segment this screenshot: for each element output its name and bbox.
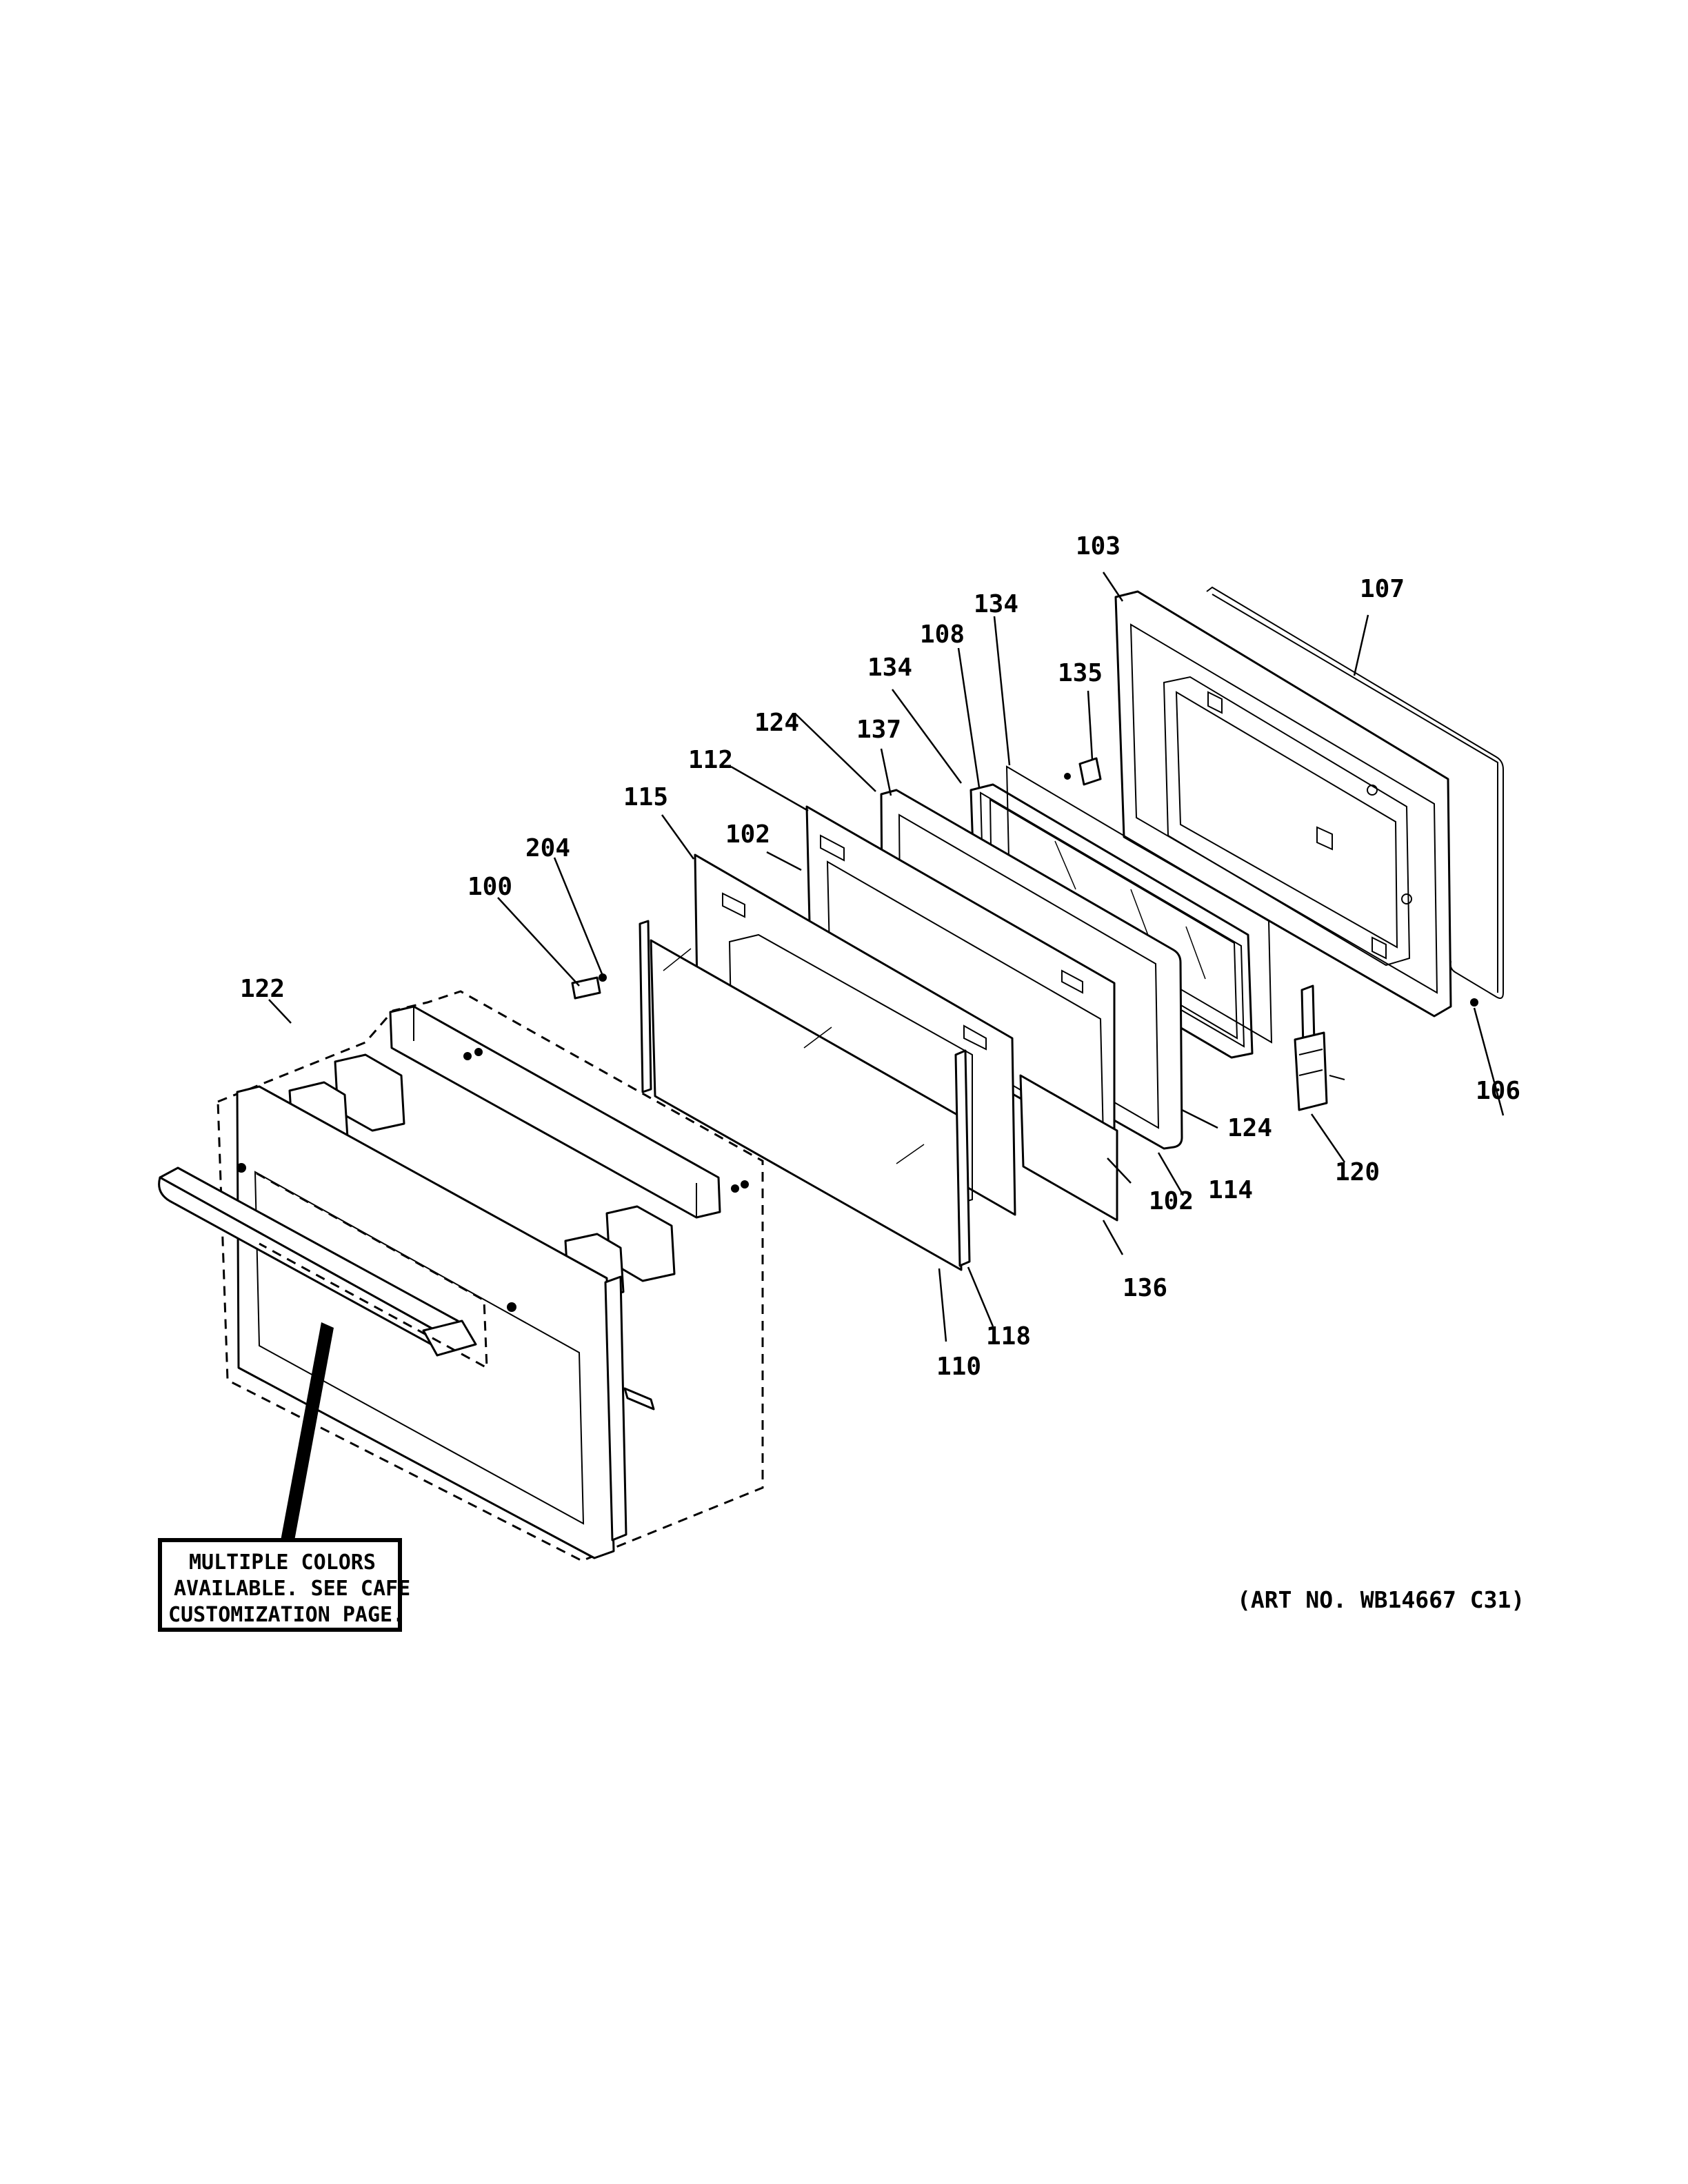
part-106-screw bbox=[1470, 998, 1478, 1007]
part-door-top-trim bbox=[389, 1005, 721, 1219]
callout-137: 137 bbox=[856, 716, 901, 744]
part-side-trim-strip-left bbox=[639, 920, 652, 1093]
part-door-screws bbox=[237, 1048, 749, 1312]
callout-204: 204 bbox=[525, 834, 570, 862]
callout-120: 120 bbox=[1335, 1158, 1380, 1186]
callout-106: 106 bbox=[1476, 1077, 1520, 1105]
part-110-outer-glass bbox=[650, 939, 963, 1271]
callout-102-lower: 102 bbox=[1149, 1187, 1194, 1215]
callout-115: 115 bbox=[623, 783, 668, 811]
callout-108: 108 bbox=[920, 620, 965, 649]
note-arrow bbox=[280, 1322, 334, 1544]
note-box: MULTIPLE COLORS AVAILABLE. SEE CAFE CUST… bbox=[158, 1538, 410, 1632]
part-118-side-trim-strip bbox=[954, 1049, 971, 1267]
part-bottom-bracket bbox=[623, 1387, 655, 1410]
part-103-inner-door-liner bbox=[1114, 590, 1452, 1018]
callout-135: 135 bbox=[1058, 659, 1103, 687]
art-number: (ART NO. WB14667 C31) bbox=[1237, 1586, 1525, 1613]
part-100-bracket bbox=[571, 976, 601, 1000]
callout-118: 118 bbox=[986, 1322, 1031, 1351]
leader-lines bbox=[268, 572, 1505, 1342]
callout-124-upper: 124 bbox=[754, 709, 799, 737]
callout-136: 136 bbox=[1123, 1274, 1167, 1302]
part-135-clip bbox=[1064, 757, 1102, 786]
part-120-door-hinge bbox=[1294, 984, 1345, 1111]
callout-134-lower: 134 bbox=[867, 654, 912, 682]
callout-124-lower: 124 bbox=[1227, 1114, 1272, 1142]
callout-112: 112 bbox=[688, 746, 733, 774]
note-line-3: CUSTOMIZATION PAGE. bbox=[168, 1603, 405, 1627]
callout-100: 100 bbox=[468, 873, 512, 901]
part-134-glass-spacer bbox=[1005, 765, 1273, 1044]
note-line-1: MULTIPLE COLORS bbox=[189, 1550, 376, 1575]
part-136-door-glass bbox=[1019, 1074, 1118, 1222]
note-line-2: AVAILABLE. SEE CAFE bbox=[174, 1577, 410, 1601]
callout-103: 103 bbox=[1076, 532, 1121, 560]
callout-134-upper: 134 bbox=[974, 590, 1018, 618]
callout-107: 107 bbox=[1360, 575, 1405, 603]
callout-102-upper: 102 bbox=[725, 820, 770, 849]
callout-114: 114 bbox=[1208, 1176, 1253, 1204]
callout-122: 122 bbox=[240, 975, 285, 1003]
callout-110: 110 bbox=[936, 1353, 981, 1381]
